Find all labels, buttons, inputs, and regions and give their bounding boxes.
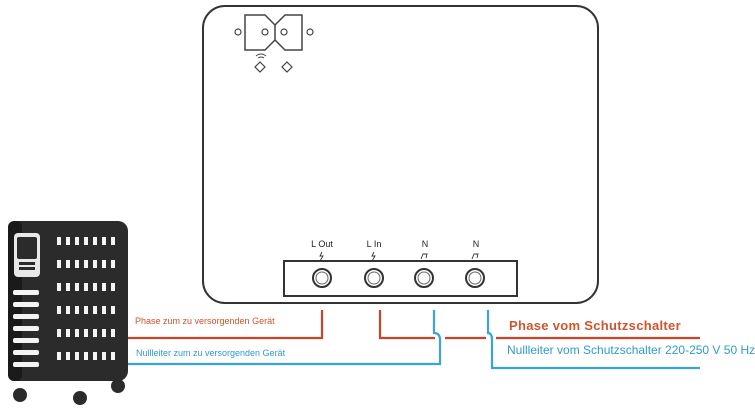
phase-wire-breaker — [378, 310, 700, 340]
neutral-wire-breaker — [486, 310, 700, 370]
neutral-icon — [471, 253, 479, 260]
radiator-device — [8, 221, 128, 381]
phase-wire-device — [124, 310, 324, 340]
control-buttons — [234, 14, 314, 51]
terminal-label-n1: N — [421, 239, 429, 249]
neutral-wires — [124, 310, 700, 370]
neutral-device-label: Nullleiter zum zu versorgenden Gerät — [136, 348, 286, 358]
led-indicators — [254, 61, 293, 73]
lightning-icon — [371, 251, 376, 262]
neutral-breaker-label: Nullleiter vom Schutzschalter 220-250 V … — [507, 343, 755, 357]
phase-breaker-label: Phase vom Schutzschalter — [509, 318, 681, 333]
phase-device-label: Phase zum zu versorgenden Gerät — [135, 316, 275, 326]
neutral-wire-device — [124, 310, 442, 366]
switch-module — [202, 5, 599, 304]
phase-wires — [124, 310, 700, 340]
terminal-screws — [312, 268, 485, 288]
neutral-icon — [420, 253, 428, 260]
lightning-icon — [319, 251, 324, 262]
terminal-label-n2: N — [472, 239, 480, 249]
radiator-grille — [57, 237, 115, 360]
terminal-label-l-in: L In — [366, 239, 382, 249]
wifi-icon — [255, 53, 267, 59]
terminal-label-l-out: L Out — [311, 239, 333, 249]
radiator-wheels — [13, 379, 125, 405]
